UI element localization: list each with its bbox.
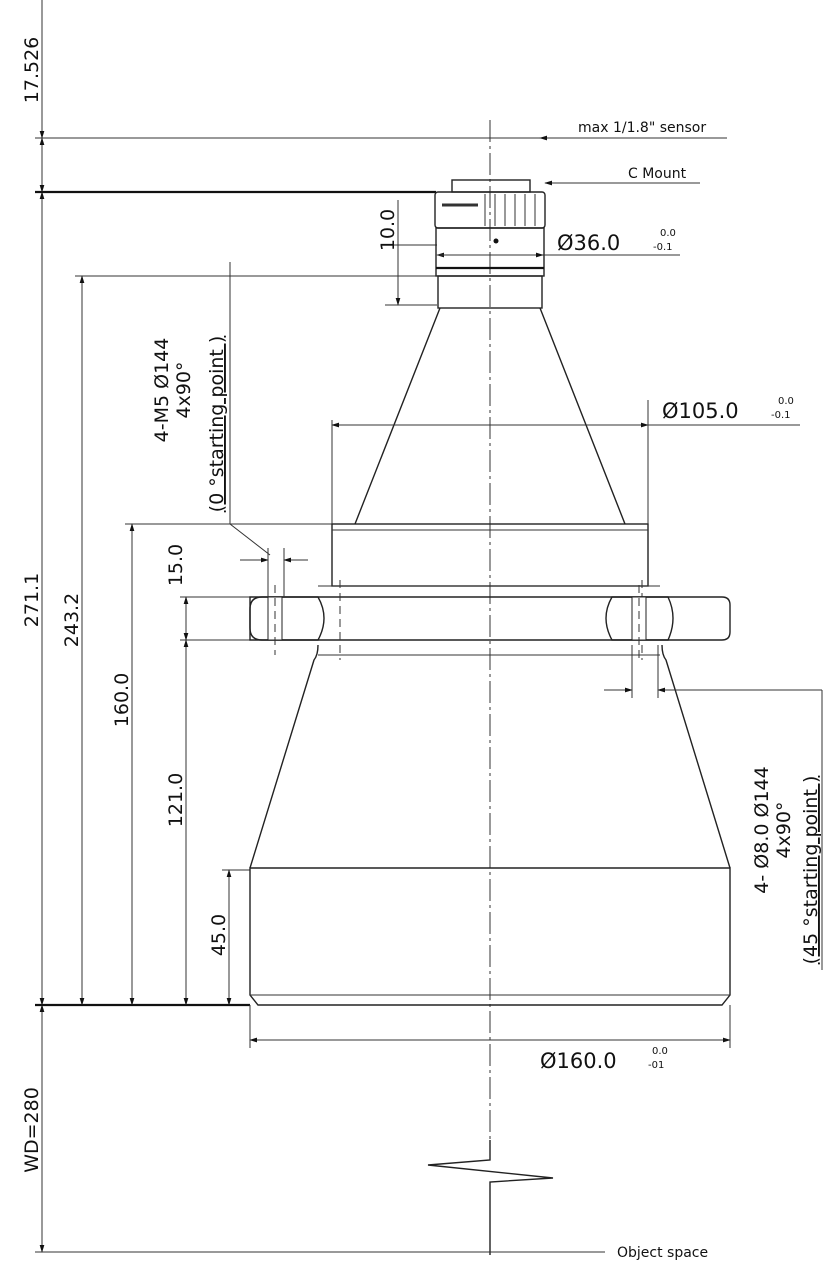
dim-15: 15.0 (165, 544, 187, 586)
dia105-tol-upper: 0.0 (778, 396, 794, 407)
svg-text:4x90°: 4x90° (173, 361, 195, 418)
dia160-tol-upper: 0.0 (652, 1046, 668, 1057)
svg-text:4x90°: 4x90° (773, 801, 795, 858)
dim-271-1: 271.1 (21, 573, 43, 627)
dim-243-2: 243.2 (61, 593, 83, 647)
lower-cone (249, 644, 731, 869)
svg-text:(45 °starting point ): (45 °starting point ) (800, 776, 822, 965)
dim-10: 10.0 (377, 209, 399, 251)
flange-section-right (605, 596, 674, 641)
extension-lines (35, 137, 725, 1253)
mounting-flange (249, 596, 731, 641)
svg-text:(0 °starting point ): (0 °starting point ) (206, 336, 228, 513)
flange-section-left (249, 596, 325, 641)
knurl-lines (442, 194, 536, 226)
svg-text:4-M5 Ø144: 4-M5 Ø144 (151, 338, 173, 443)
mount-label: C Mount (628, 166, 687, 182)
upper-cone (354, 307, 626, 525)
dia36-label: Ø36.0 (557, 231, 620, 255)
sensor-label: max 1/1.8" sensor (578, 120, 706, 136)
svg-text:4- Ø8.0 Ø144: 4- Ø8.0 Ø144 (751, 766, 773, 893)
dim-160: 160.0 (111, 673, 133, 727)
dim-17-526: 17.526 (21, 37, 43, 103)
dim-121: 121.0 (165, 773, 187, 827)
vertical-dimension-lines (39, 0, 401, 1253)
dia105-label: Ø105.0 (662, 399, 739, 423)
dia160-tol-lower: -01 (648, 1060, 664, 1071)
axis-break-zigzag (427, 1140, 554, 1255)
dia160-label: Ø160.0 (540, 1049, 617, 1073)
lens-body (249, 179, 731, 1006)
c-mount-thread (451, 179, 531, 193)
dim-45: 45.0 (208, 914, 230, 956)
dia36-tol-upper: 0.0 (660, 228, 676, 239)
hole-note: 4- Ø8.0 Ø144 4x90° (45 °starting point ) (751, 766, 822, 964)
dia105-tol-lower: -0.1 (771, 410, 791, 421)
object-space-label: Object space (617, 1245, 708, 1261)
diameter-dimensions (229, 135, 823, 1048)
dia36-tol-lower: -0.1 (653, 242, 673, 253)
m5-note: 4-M5 Ø144 4x90° (0 °starting point ) (151, 336, 228, 513)
dim-wd: WD=280 (21, 1087, 43, 1173)
